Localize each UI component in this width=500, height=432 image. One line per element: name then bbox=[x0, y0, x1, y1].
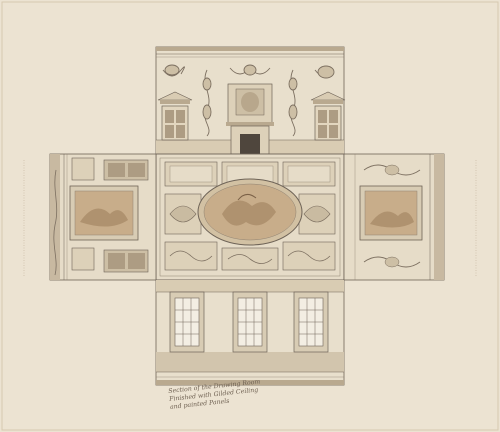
left-wall-elevation bbox=[49, 153, 157, 281]
top-wall-elevation bbox=[155, 46, 346, 155]
right-wall-elevation bbox=[343, 153, 445, 281]
chimneypiece bbox=[226, 83, 274, 155]
top-wall-ornaments bbox=[162, 64, 335, 137]
top-left-door bbox=[157, 91, 193, 141]
top-right-door bbox=[310, 91, 346, 141]
window-right bbox=[293, 291, 329, 353]
ceiling-plan bbox=[155, 153, 345, 281]
window-centre bbox=[232, 291, 268, 353]
bottom-wall-elevation bbox=[155, 279, 345, 386]
window-left bbox=[169, 291, 205, 353]
